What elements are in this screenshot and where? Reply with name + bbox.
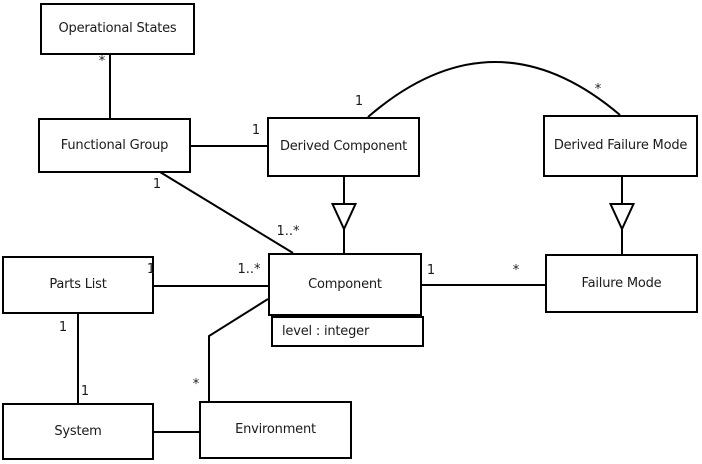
generalization-triangle-icon bbox=[608, 203, 636, 232]
multiplicity-label-pl-sys: 1 bbox=[58, 320, 68, 335]
association-line-component-environment bbox=[208, 298, 269, 401]
multiplicity-label-pl-comp-1: 1 bbox=[146, 262, 156, 277]
class-box-component[interactable]: Component bbox=[268, 253, 422, 316]
multiplicity-label-comp-fm-star: * bbox=[512, 263, 520, 278]
class-box-parts-list[interactable]: Parts List bbox=[2, 256, 154, 314]
association-line-functionalgroup-component bbox=[159, 171, 294, 254]
class-box-system[interactable]: System bbox=[2, 403, 154, 460]
multiplicity-label-comp-env: * bbox=[192, 377, 200, 392]
class-label-component: Component bbox=[308, 276, 382, 292]
multiplicity-label-fg-dc: 1 bbox=[251, 123, 261, 138]
multiplicity-label-os-fg: * bbox=[98, 54, 106, 69]
generalization-triangle-icon bbox=[330, 203, 358, 232]
class-label-parts-list: Parts List bbox=[49, 277, 107, 293]
multiplicity-label-fg-comp-many: 1..* bbox=[276, 224, 300, 239]
class-box-derived-failure-mode[interactable]: Derived Failure Mode bbox=[543, 115, 698, 177]
class-box-functional-group[interactable]: Functional Group bbox=[38, 118, 191, 173]
class-label-operational-states: Operational States bbox=[58, 21, 177, 37]
class-box-derived-component[interactable]: Derived Component bbox=[267, 117, 420, 177]
multiplicity-label-sys-pl: 1 bbox=[80, 384, 90, 399]
multiplicity-label-pl-comp-many: 1..* bbox=[237, 262, 261, 277]
multiplicity-label-fg-comp-1: 1 bbox=[152, 177, 162, 192]
multiplicity-label-dc-arc: 1 bbox=[354, 94, 364, 109]
multiplicity-label-comp-fm-1: 1 bbox=[426, 263, 436, 278]
class-label-derived-component: Derived Component bbox=[279, 139, 408, 155]
association-arc-derivedcomponent-derivedfailuremode bbox=[367, 61, 621, 118]
class-attribute-box-component[interactable]: level : integer bbox=[271, 316, 424, 347]
class-box-operational-states[interactable]: Operational States bbox=[40, 3, 195, 55]
class-attribute-level: level : integer bbox=[282, 323, 370, 339]
class-label-environment: Environment bbox=[235, 422, 316, 438]
class-label-failure-mode: Failure Mode bbox=[581, 275, 662, 291]
class-box-environment[interactable]: Environment bbox=[199, 401, 352, 459]
multiplicity-label-dfm-arc: * bbox=[594, 82, 602, 97]
class-box-failure-mode[interactable]: Failure Mode bbox=[545, 254, 698, 313]
class-label-derived-failure-mode: Derived Failure Mode bbox=[553, 138, 688, 154]
class-label-system: System bbox=[54, 423, 102, 439]
class-label-functional-group: Functional Group bbox=[60, 137, 169, 153]
